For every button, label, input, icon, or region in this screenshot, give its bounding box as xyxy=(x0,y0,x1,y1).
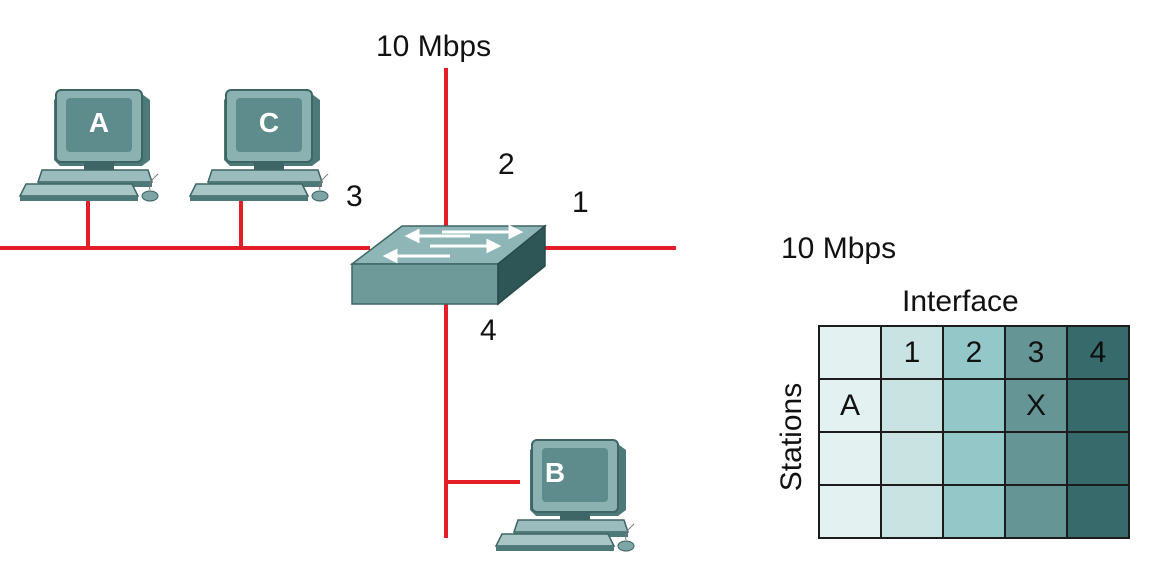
mac-address-table: 1 2 3 4 A X xyxy=(818,325,1130,539)
table-row: A X xyxy=(818,378,1130,433)
switch-icon xyxy=(349,224,548,306)
table-cell xyxy=(942,378,1006,433)
stations-title: Stations xyxy=(775,382,808,492)
station-c-label: C xyxy=(259,107,279,138)
table-row xyxy=(818,431,1130,486)
table-speed-label: 10 Mbps xyxy=(781,232,897,265)
table-cell xyxy=(1004,431,1068,486)
table-cell xyxy=(942,431,1006,486)
port-4-label: 4 xyxy=(480,314,497,347)
station-cell xyxy=(818,431,882,486)
table-header-row: 1 2 3 4 xyxy=(818,325,1130,380)
table-cell: X xyxy=(1004,378,1068,433)
station-cell: A xyxy=(818,378,882,433)
interface-title: Interface xyxy=(902,285,1019,318)
table-cell xyxy=(1066,431,1130,486)
table-row xyxy=(818,484,1130,539)
port-1-label: 1 xyxy=(572,186,589,219)
table-cell xyxy=(880,431,944,486)
port-2-label: 2 xyxy=(498,148,515,181)
station-cell xyxy=(818,484,882,539)
port-3-label: 3 xyxy=(346,180,363,213)
interface-4-header: 4 xyxy=(1066,325,1130,380)
table-cell xyxy=(1066,378,1130,433)
interface-2-header: 2 xyxy=(942,325,1006,380)
table-cell xyxy=(1004,484,1068,539)
interface-1-header: 1 xyxy=(880,325,944,380)
table-cell xyxy=(880,378,944,433)
table-cell xyxy=(1066,484,1130,539)
table-cell xyxy=(880,484,944,539)
table-cell xyxy=(942,484,1006,539)
station-b-label: B xyxy=(545,457,565,488)
table-corner-cell xyxy=(818,325,882,380)
station-a-label: A xyxy=(89,107,109,138)
top-speed-label: 10 Mbps xyxy=(376,30,492,63)
interface-3-header: 3 xyxy=(1004,325,1068,380)
